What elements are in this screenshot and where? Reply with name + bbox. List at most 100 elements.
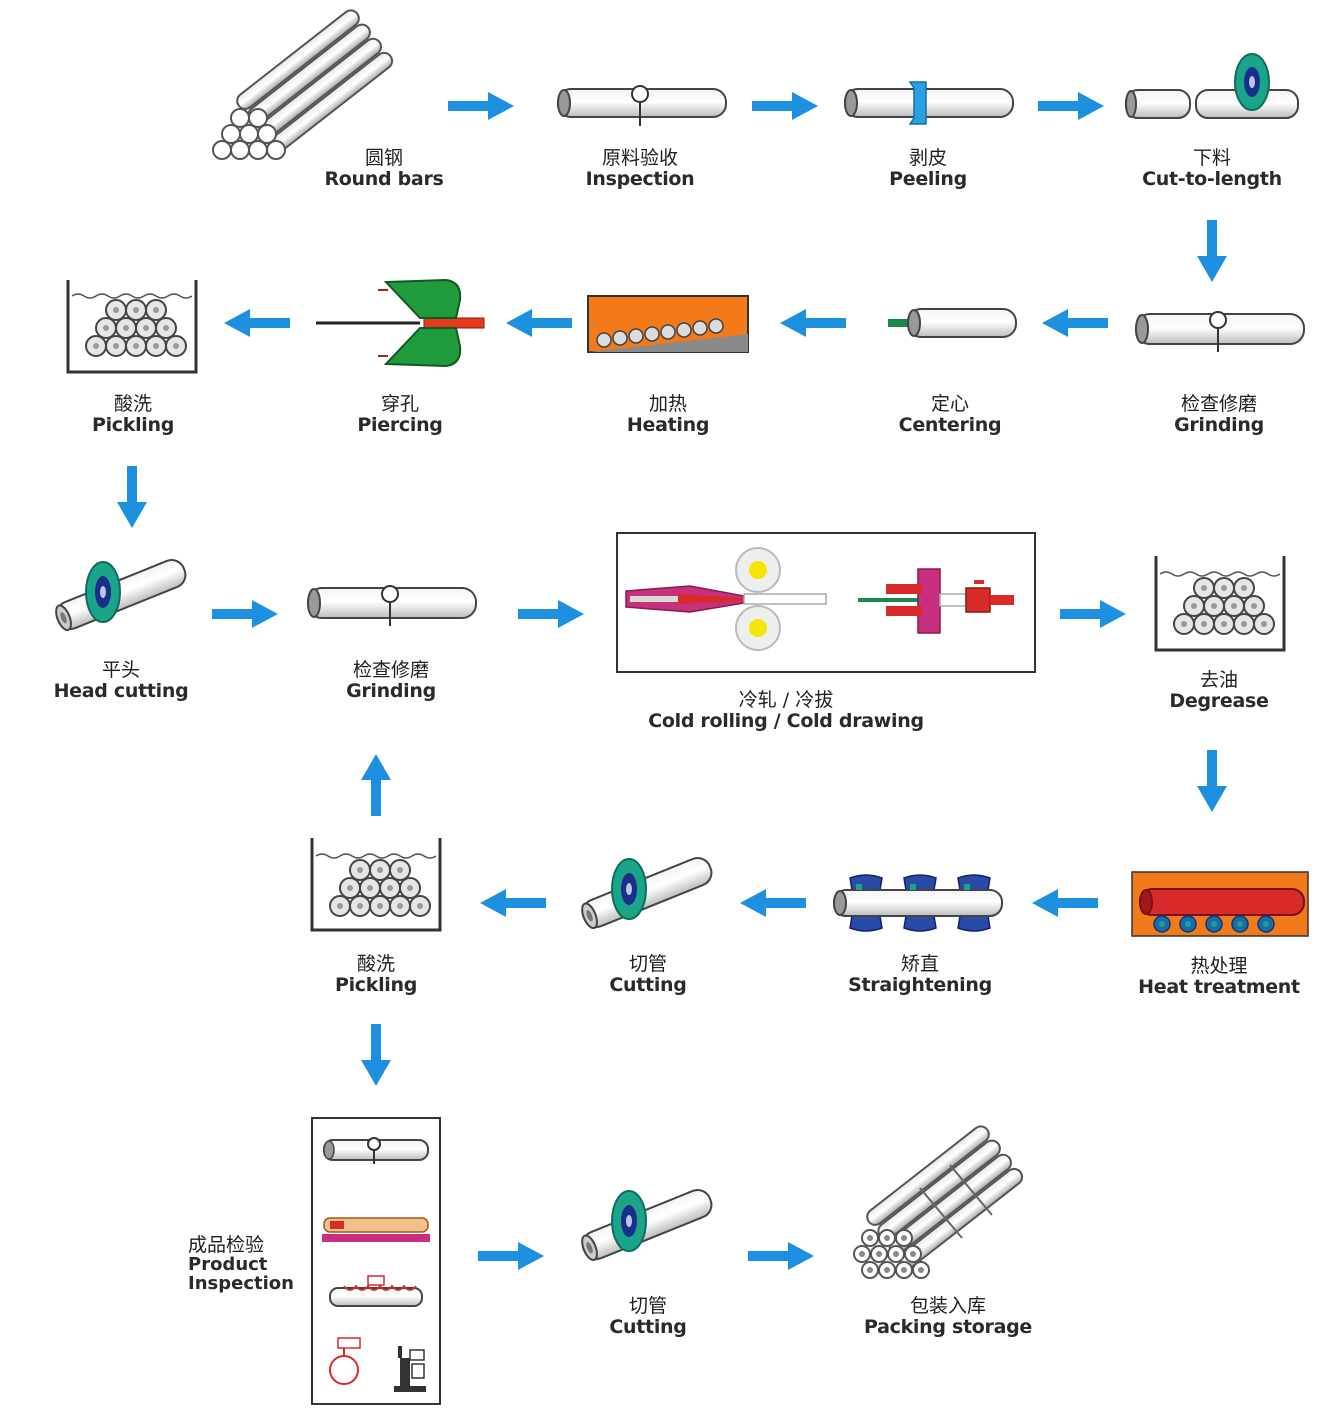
step-label-cold-rolling: 冷轧 / 冷拔 Cold rolling / Cold drawing — [648, 689, 924, 733]
step-label-en: Peeling — [889, 168, 967, 191]
arrow-left-icon — [1042, 309, 1108, 337]
step-label-cut-to-length: 下料 Cut-to-length — [1142, 147, 1282, 191]
step-label-zh: 包装入库 — [909, 1295, 987, 1317]
arrow-down-icon — [117, 466, 147, 528]
step-label-en: Cold rolling / Cold drawing — [648, 710, 924, 733]
step-label-zh: 定心 — [930, 393, 970, 415]
step-label-zh: 去油 — [1199, 669, 1239, 691]
arrow-right-icon — [478, 1242, 544, 1270]
arrow-left-icon — [506, 309, 572, 337]
piercing-mill-icon — [316, 278, 485, 368]
step-label-piercing: 穿孔 Piercing — [357, 393, 443, 437]
step-label-pickling: 酸洗 Pickling — [91, 393, 175, 437]
step-label-en: Heat treatment — [1138, 976, 1300, 999]
step-label-zh: 原料验收 — [601, 147, 678, 169]
step-label-grinding: 检查修磨 Grinding — [346, 659, 436, 703]
step-label-en: Pickling — [91, 414, 175, 437]
step-label-en: Cut-to-length — [1142, 168, 1282, 191]
heat-treatment-furnace-icon — [1131, 871, 1309, 937]
step-label-zh: 检查修磨 — [352, 659, 430, 681]
step-label-zh: 平头 — [101, 659, 141, 681]
pickling-tank-icon — [66, 280, 198, 374]
step-label-zh: 加热 — [648, 393, 688, 415]
step-label-en: Centering — [898, 414, 1002, 437]
heating-furnace-icon — [587, 295, 749, 353]
arrow-right-icon — [748, 1242, 814, 1270]
step-label-zh: 冷轧 / 冷拔 — [738, 689, 834, 711]
head-cutting-icon — [55, 558, 187, 632]
step-label-cutting: 切管 Cutting — [609, 953, 687, 997]
step-label-heat-treatment: 热处理 Heat treatment — [1138, 955, 1300, 999]
arrow-right-icon — [518, 600, 584, 628]
step-label-inspection: 原料验收 Inspection — [585, 147, 695, 191]
step-label-en: Pickling — [334, 974, 418, 997]
step-label-round-bars: 圆钢 Round bars — [324, 147, 444, 191]
step-label-en-line2: Inspection — [188, 1272, 294, 1294]
cutting-tube-icon — [581, 856, 713, 930]
step-label-head-cutting: 平头 Head cutting — [53, 659, 189, 703]
step-label-zh: 剥皮 — [908, 147, 948, 169]
step-label-heating: 加热 Heating — [626, 393, 710, 437]
step-label-zh: 成品检验 — [188, 1234, 265, 1256]
arrow-right-icon — [1038, 92, 1104, 120]
step-label-zh: 圆钢 — [364, 147, 403, 169]
arrow-left-icon — [224, 309, 290, 337]
step-label-en: Straightening — [848, 974, 992, 997]
step-label-zh: 切管 — [628, 953, 667, 975]
step-label-en: Cutting — [609, 974, 687, 997]
step-label-product-inspection: 成品检验 Product Inspection — [188, 1234, 294, 1294]
step-label-en: Cutting — [609, 1316, 687, 1339]
arrow-left-icon — [740, 889, 806, 917]
arrow-right-icon — [448, 92, 514, 120]
cut-to-length-icon — [1125, 53, 1299, 119]
step-label-zh: 酸洗 — [113, 393, 152, 415]
centering-bar-icon — [888, 308, 1017, 338]
round-bars-icon — [212, 9, 394, 160]
arrow-down-icon — [1197, 220, 1227, 282]
step-label-en: Grinding — [1174, 414, 1264, 437]
grinding-bar-icon — [1135, 311, 1305, 352]
step-label-zh: 酸洗 — [356, 953, 395, 975]
step-label-packing-storage: 包装入库 Packing storage — [863, 1295, 1033, 1339]
peeling-bar-icon — [844, 81, 1014, 125]
step-label-straightening: 矫直 Straightening — [848, 953, 992, 997]
arrow-right-icon — [212, 600, 278, 628]
inspection-bar-icon — [557, 85, 727, 126]
step-label-peeling: 剥皮 Peeling — [889, 147, 967, 191]
step-label-en-line1: Product — [188, 1253, 268, 1275]
step-label-en: Packing storage — [863, 1316, 1033, 1339]
step-label-en: Head cutting — [53, 680, 189, 703]
step-label-zh: 下料 — [1192, 147, 1232, 169]
arrow-left-icon — [1032, 889, 1098, 917]
step-label-zh: 检查修磨 — [1180, 393, 1258, 415]
step-label-en: Piercing — [357, 414, 443, 437]
step-label-cutting: 切管 Cutting — [609, 1295, 687, 1339]
arrow-right-icon — [1060, 600, 1126, 628]
step-label-en: Grinding — [346, 680, 436, 703]
product-inspection-box — [311, 1117, 441, 1405]
cold-rolling-drawing-box — [616, 532, 1036, 673]
arrow-down-icon — [1197, 750, 1227, 812]
step-label-zh: 热处理 — [1190, 955, 1248, 977]
cutting-tube-icon — [581, 1188, 713, 1262]
step-label-en: Inspection — [585, 168, 695, 191]
step-label-zh: 切管 — [628, 1295, 667, 1317]
degrease-tank-icon — [1154, 556, 1286, 652]
arrow-left-icon — [780, 309, 846, 337]
grinding-bar-icon — [307, 585, 477, 626]
step-label-zh: 穿孔 — [380, 393, 420, 415]
step-label-en: Heating — [626, 414, 710, 437]
step-label-pickling: 酸洗 Pickling — [334, 953, 418, 997]
packed-tubes-bundle-icon — [853, 1125, 1024, 1279]
arrow-down-icon — [361, 1024, 391, 1086]
step-label-zh: 矫直 — [900, 953, 939, 975]
step-label-en: Degrease — [1169, 690, 1269, 713]
step-label-centering: 定心 Centering — [898, 393, 1002, 437]
arrow-up-icon — [361, 754, 391, 816]
step-label-en: Round bars — [324, 168, 444, 191]
straightening-icon — [833, 874, 1003, 932]
pickling-tank-icon — [310, 838, 442, 932]
arrow-right-icon — [752, 92, 818, 120]
